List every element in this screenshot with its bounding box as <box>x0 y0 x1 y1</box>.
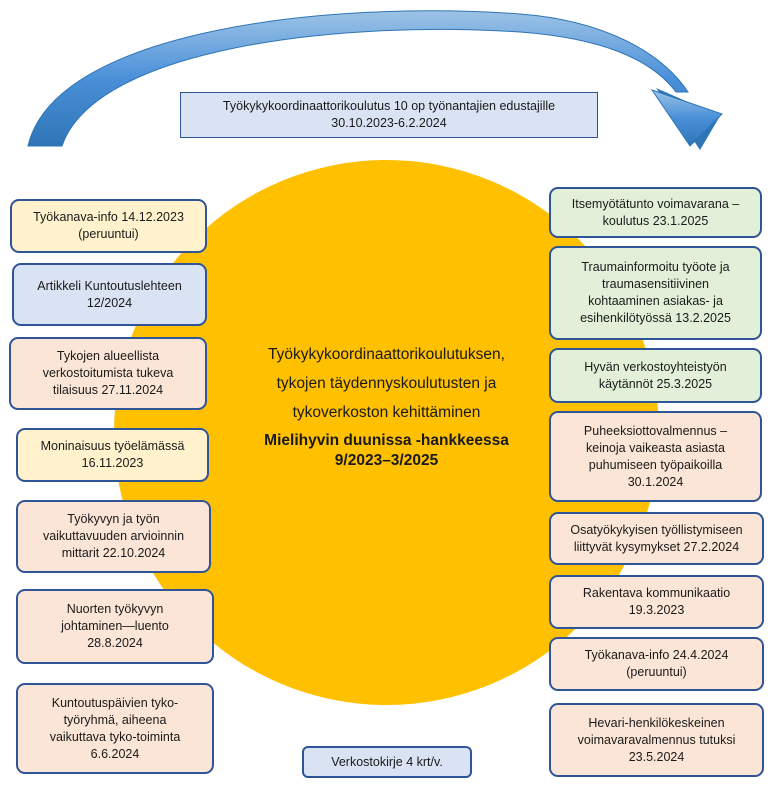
center-bold-line1: Mielihyvin duunissa -hankkeessa <box>264 432 509 449</box>
right-box-8: Hevari-henkilökeskeinen voimavaravalmenn… <box>549 703 764 777</box>
right-box-1: Itsemyötätunto voimavarana – koulutus 23… <box>549 187 762 238</box>
center-line1: Työkykykoordinaattorikoulutuksen, <box>268 346 505 363</box>
right-box-3-text: Hyvän verkostoyhteistyön käytännöt 25.3.… <box>584 359 727 391</box>
left-box-6-text: Nuorten työkyvyn johtaminen—luento 28.8.… <box>61 602 169 650</box>
right-box-4: Puheeksiottovalmennus – keinoja vaikeast… <box>549 411 762 502</box>
top-box-line2: 30.10.2023-6.2.2024 <box>331 116 447 130</box>
right-box-2-text: Traumainformoitu työote ja traumasensiti… <box>580 260 731 325</box>
right-box-4-text: Puheeksiottovalmennus – keinoja vaikeast… <box>583 423 728 489</box>
right-box-6: Rakentava kommunikaatio 19.3.2023 <box>549 575 764 629</box>
left-box-5-text: Työkyvyn ja työn vaikuttavuuden arvioinn… <box>42 512 185 560</box>
right-box-6-text: Rakentava kommunikaatio 19.3.2023 <box>582 586 731 617</box>
left-box-6: Nuorten työkyvyn johtaminen—luento 28.8.… <box>16 589 214 664</box>
center-bold-line2: 9/2023–3/2025 <box>334 452 439 469</box>
right-box-7: Työkanava-info 24.4.2024 (peruuntui) <box>549 637 764 691</box>
left-box-3: Tykojen alueellista verkostoitumista tuk… <box>9 337 207 410</box>
right-box-2: Traumainformoitu työote ja traumasensiti… <box>549 246 762 340</box>
left-box-2: Artikkeli Kuntoutuslehteen 12/2024 <box>12 263 207 326</box>
center-line3: tykoverkoston kehittäminen <box>292 404 481 421</box>
right-box-8-text: Hevari-henkilökeskeinen voimavaravalmenn… <box>577 715 736 764</box>
left-box-5: Työkyvyn ja työn vaikuttavuuden arvioinn… <box>16 500 211 573</box>
bottom-newsletter-box: Verkostokirje 4 krt/v. <box>302 746 472 778</box>
right-box-1-text: Itsemyötätunto voimavarana – koulutus 23… <box>571 196 740 228</box>
curved-arrow-icon <box>27 10 723 150</box>
top-training-box: Työkykykoordinaattorikoulutus 10 op työn… <box>180 92 598 138</box>
left-box-2-text: Artikkeli Kuntoutuslehteen 12/2024 <box>37 278 182 310</box>
right-box-7-text: Työkanava-info 24.4.2024 (peruuntui) <box>584 648 729 679</box>
left-box-3-text: Tykojen alueellista verkostoitumista tuk… <box>42 349 174 397</box>
left-box-4: Moninaisuus työelämässä 16.11.2023 <box>16 428 209 482</box>
left-box-1: Työkanava-info 14.12.2023 (peruuntui) <box>10 199 207 253</box>
center-text: Työkykykoordinaattorikoulutuksen, tykoje… <box>200 340 573 471</box>
right-box-5: Osatyökykyisen työllistymiseen liittyvät… <box>549 512 764 565</box>
right-box-5-text: Osatyökykyisen työllistymiseen liittyvät… <box>570 522 743 554</box>
left-box-7-text: Kuntoutuspäivien tyko- työryhmä, aiheena… <box>49 695 181 761</box>
top-box-line1: Työkykykoordinaattorikoulutus 10 op työn… <box>222 99 556 113</box>
bottom-box-text: Verkostokirje 4 krt/v. <box>331 755 443 769</box>
left-box-1-text: Työkanava-info 14.12.2023 (peruuntui) <box>33 210 184 241</box>
right-box-3: Hyvän verkostoyhteistyön käytännöt 25.3.… <box>549 348 762 403</box>
center-line2: tykojen täydennyskoulutusten ja <box>276 375 497 392</box>
left-box-7: Kuntoutuspäivien tyko- työryhmä, aiheena… <box>16 683 214 774</box>
left-box-4-text: Moninaisuus työelämässä 16.11.2023 <box>40 439 185 470</box>
